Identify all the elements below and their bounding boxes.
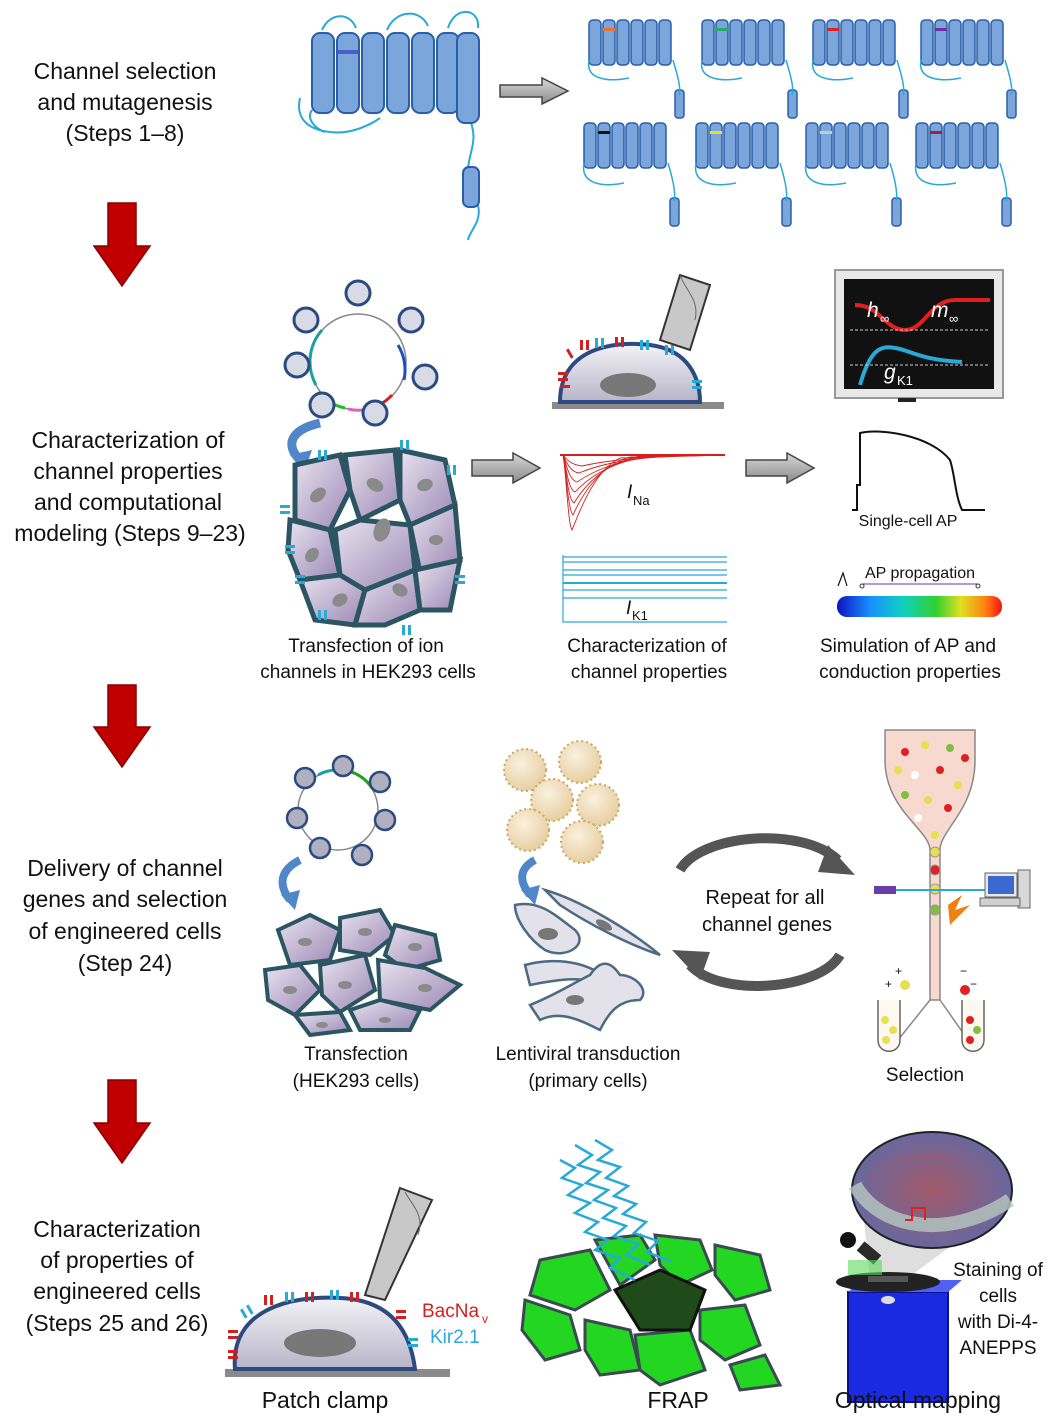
gray-arrow-mutants <box>499 76 570 106</box>
plasmid-vesicles-stage3 <box>285 754 397 867</box>
monitor-m-sub: ∞ <box>949 311 958 326</box>
stage3-transfection-caption-line-2: (HEK293 cells) <box>293 1071 420 1092</box>
sodium-current-traces <box>560 454 726 531</box>
transfection-caption-line-2: channels in HEK293 cells <box>260 662 475 683</box>
ina-label-main: I <box>627 482 633 503</box>
primary-cells <box>513 887 661 1032</box>
gray-arrow-simulation <box>745 451 816 485</box>
ina-label-sub: Na <box>633 493 650 508</box>
hek293-nuclei <box>305 478 443 607</box>
stage-4-title-line-2: of properties of <box>40 1247 194 1273</box>
simulation-caption-line-1: Simulation of AP and <box>820 636 996 657</box>
stage-2-title-line-3: and computational <box>34 489 222 515</box>
repeat-arrow-bottom <box>686 952 845 991</box>
down-arrow-2 <box>92 684 152 769</box>
ap-propagation-label: AP propagation <box>865 565 975 582</box>
gray-arrow-characterization <box>471 451 542 485</box>
hek293-channels <box>280 440 465 635</box>
monitor-h-sub: ∞ <box>880 311 889 326</box>
bacnav-label-main: BacNa <box>422 1301 479 1322</box>
stage-2-title: Characterization of channel properties a… <box>14 427 245 546</box>
stage-1-title-line-2: and mutagenesis <box>37 89 212 115</box>
staining-text-line-2: cells <box>979 1286 1017 1307</box>
stage-1-title-line-1: Channel selection <box>34 58 217 84</box>
staining-text-line-1: Staining of <box>953 1260 1044 1281</box>
bacnav-label-sub: v <box>482 1312 488 1326</box>
stage-2-title-line-2: channel properties <box>33 458 222 484</box>
cell-sorter: + + − − <box>874 729 1031 1052</box>
svg-text:−: − <box>960 964 967 978</box>
stage-2-title-line-4: modeling (Steps 9–23) <box>14 520 245 546</box>
stage-2-title-line-1: Characterization of <box>31 427 225 453</box>
ik1-label-sub: K1 <box>632 608 648 623</box>
stage-4-title-line-4: (Steps 25 and 26) <box>26 1310 209 1336</box>
down-arrow-3 <box>92 1079 152 1165</box>
ik1-current-traces <box>562 555 727 623</box>
frap-caption: FRAP <box>647 1387 708 1413</box>
stage-4-title-line-3: engineered cells <box>33 1278 201 1304</box>
stage-3-title-line-2: genes and selection <box>23 886 228 912</box>
stage-3-title: Delivery of channel genes and selection … <box>23 855 228 976</box>
down-arrow-1 <box>92 202 152 288</box>
ap-propagation-arrow <box>837 571 981 589</box>
stage-3-title-line-3: of engineered cells <box>28 918 221 944</box>
action-potential-trace <box>852 430 985 511</box>
transfection-caption-line-1: Transfection of ion <box>288 636 444 657</box>
plasmid-vesicles <box>283 279 439 427</box>
propagation-color-bar <box>837 596 1002 617</box>
monitor-g-sub: K1 <box>897 373 913 388</box>
characterization-caption-line-2: channel properties <box>571 662 727 683</box>
ik1-label-main: I <box>626 598 632 619</box>
stage-3-title-line-4: (Step 24) <box>78 950 173 976</box>
frap-cell-sheet <box>520 1233 783 1392</box>
repeat-text-line-1: Repeat for all <box>706 887 825 909</box>
characterization-caption-line-1: Characterization of <box>567 636 727 657</box>
repeat-text-line-2: channel genes <box>702 914 832 936</box>
mutant-channel-row <box>582 19 1017 227</box>
lentiviral-caption-line-2: (primary cells) <box>528 1071 647 1092</box>
selection-label: Selection <box>886 1065 964 1086</box>
svg-text:+: + <box>885 977 892 991</box>
svg-text:+: + <box>895 964 902 978</box>
lentiviral-caption-line-1: Lentiviral transduction <box>496 1044 681 1065</box>
patch-clamp-cell <box>225 1186 450 1377</box>
simulation-caption-line-2: conduction properties <box>819 662 1001 683</box>
monitor-gating-plot <box>834 269 1004 402</box>
patch-clamp-caption: Patch clamp <box>262 1387 389 1413</box>
frap-bleached-cell <box>612 1268 707 1332</box>
staining-text-line-3: with Di-4- <box>957 1312 1038 1333</box>
hek293-cell-cluster <box>285 446 464 628</box>
frap-laser-waves <box>559 1138 673 1282</box>
stage-4-title: Characterization of properties of engine… <box>26 1216 209 1336</box>
monitor-g-label: g <box>884 361 896 384</box>
patch-cell-stage2 <box>552 273 724 409</box>
repeat-arrow-top <box>675 833 842 873</box>
svg-text:−: − <box>970 977 977 991</box>
stage-1-title-line-3: (Steps 1–8) <box>66 120 185 146</box>
staining-text-line-4: ANEPPS <box>959 1338 1036 1359</box>
stage-1-title: Channel selection and mutagenesis (Steps… <box>34 58 217 146</box>
optical-mapping-setup <box>836 1131 1014 1403</box>
optical-mapping-caption: Optical mapping <box>835 1387 1001 1413</box>
lentiviral-particles <box>503 740 620 864</box>
monitor-m-label: m <box>931 299 949 322</box>
stage3-transfection-caption-line-1: Transfection <box>304 1044 408 1065</box>
single-cell-ap-label: Single-cell AP <box>859 513 958 530</box>
stage-4-title-line-1: Characterization <box>33 1216 200 1242</box>
monitor-h-label: h <box>867 299 879 322</box>
stage-3-title-line-1: Delivery of channel <box>27 855 223 881</box>
channel-protein-large <box>298 10 480 241</box>
kir21-label: Kir2.1 <box>430 1327 480 1348</box>
